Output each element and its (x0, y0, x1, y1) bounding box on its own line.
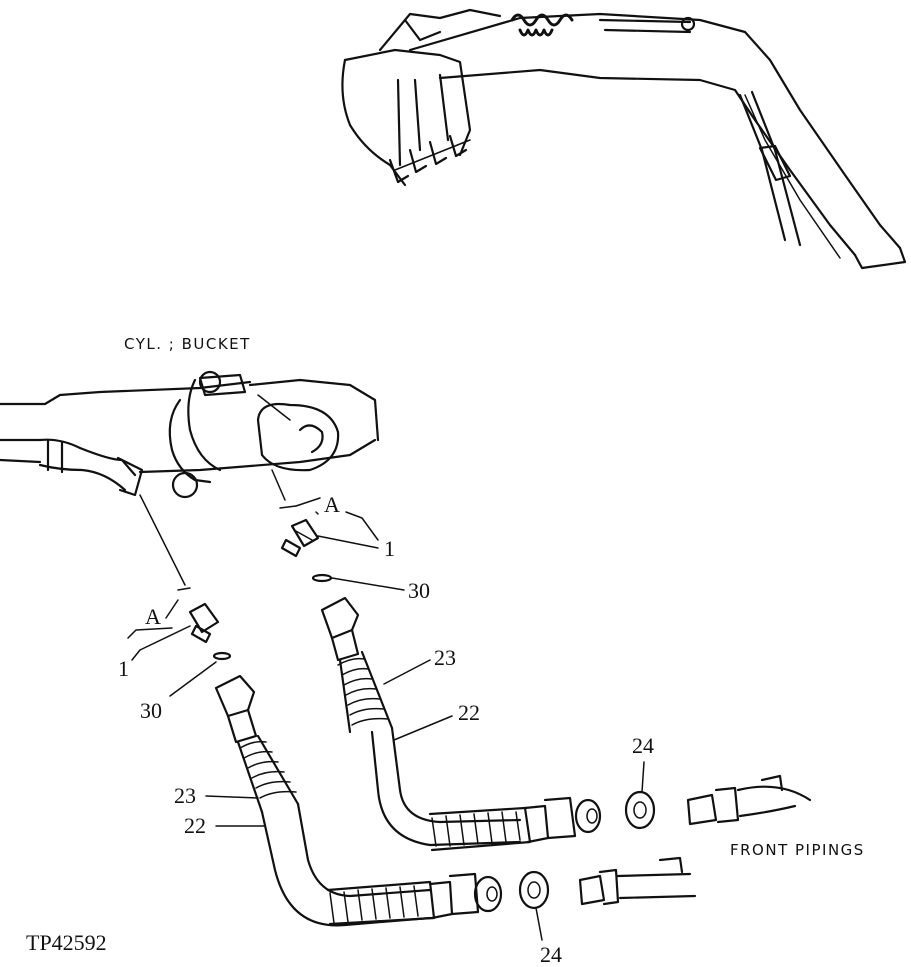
callout-fitting-left: 1 (118, 656, 129, 681)
callout-seal-lower: 24 (540, 942, 562, 967)
hose-assembly-right (279, 505, 812, 852)
excavator-arm-illustration (341, 8, 907, 270)
callout-sleeve-right: 23 (434, 645, 456, 670)
callout-hose-right: 22 (458, 700, 480, 725)
callout-sleeve-left: 23 (174, 783, 196, 808)
cylinder-caption: CYL. ; BUCKET (124, 335, 251, 353)
callout-a-left: A (145, 604, 161, 629)
hose-assembly-left (177, 587, 697, 927)
front-pipings-caption: FRONT PIPINGS (730, 841, 865, 859)
bucket-cylinder-illustration (0, 370, 380, 586)
callout-seal-upper: 24 (632, 733, 654, 758)
callout-oring-left: 30 (140, 698, 162, 723)
callout-hose-left: 22 (184, 813, 206, 838)
callout-oring-right: 30 (408, 578, 430, 603)
callout-fitting-right: 1 (384, 536, 395, 561)
callout-a-right: A (324, 492, 340, 517)
figure-id: TP42592 (26, 930, 107, 955)
callout-leaders (127, 497, 645, 941)
